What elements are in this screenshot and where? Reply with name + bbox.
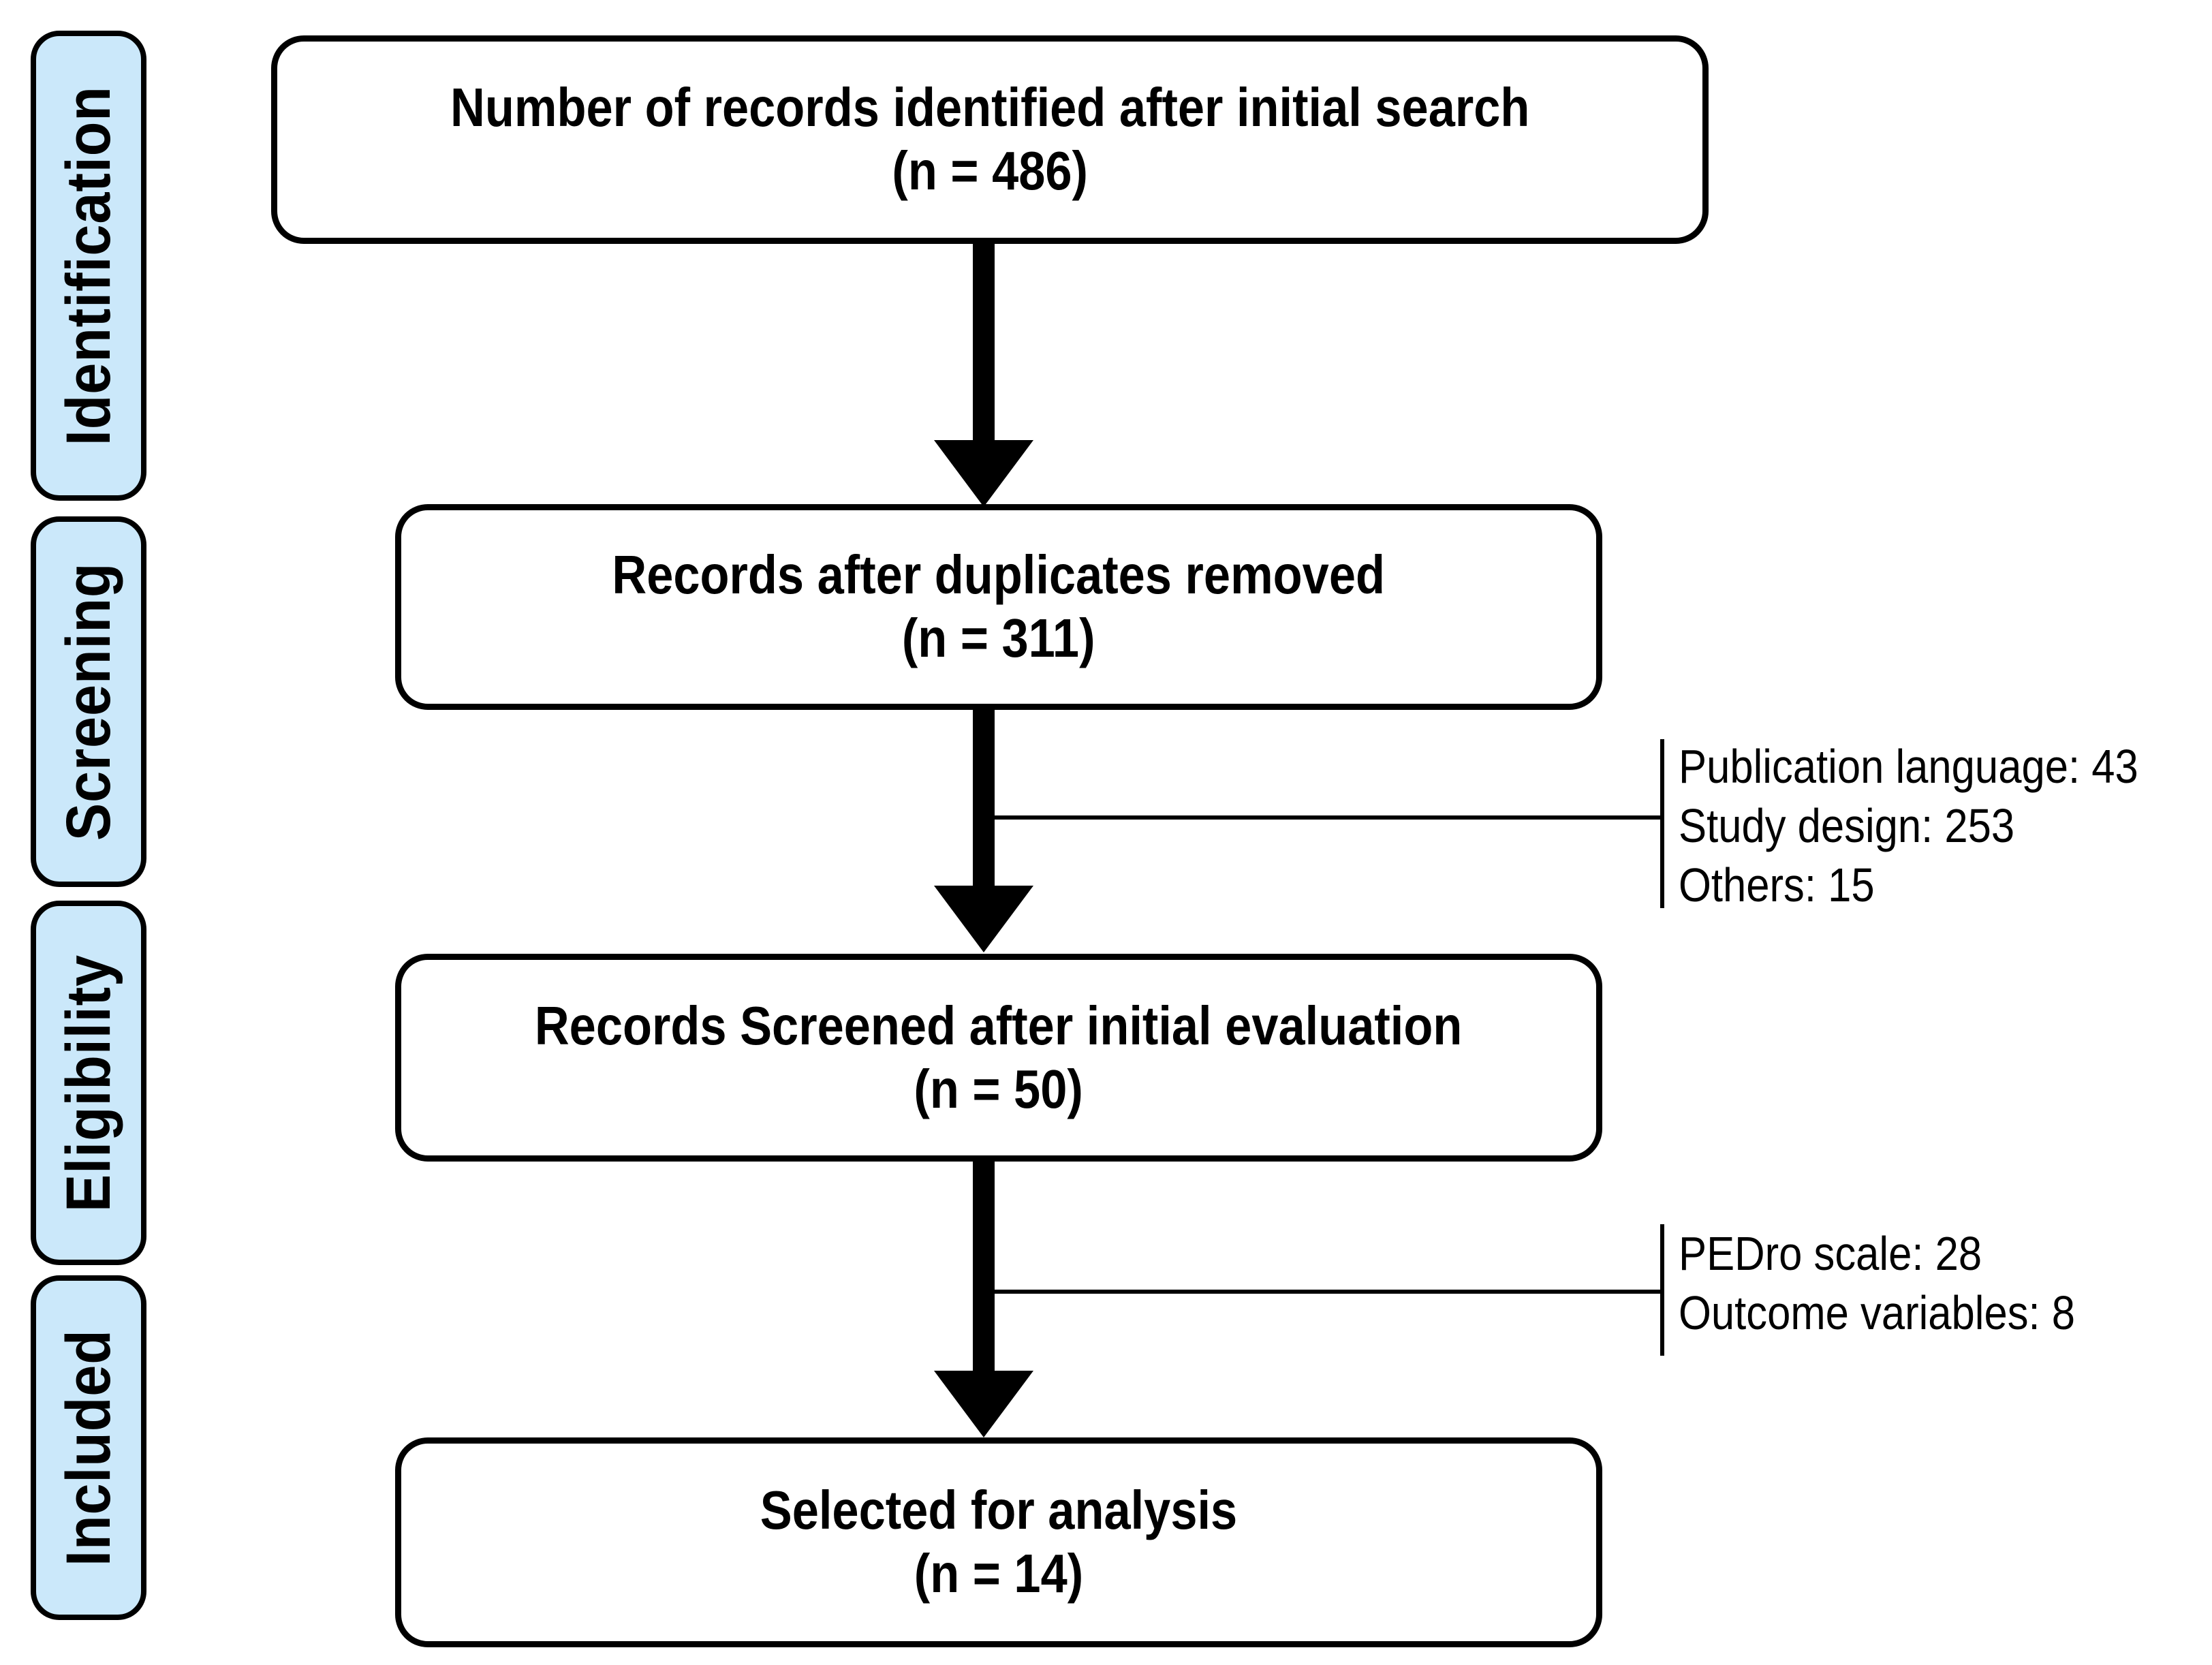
down-arrow-1-head-icon (934, 440, 1033, 507)
flow-box-selected-for-analysis: Selected for analysis (n = 14) (395, 1437, 1602, 1647)
stage-label-identification: Identification (53, 86, 123, 446)
stage-label-included: Included (53, 1329, 123, 1566)
exclusion-connector-line-1 (984, 815, 1660, 820)
down-arrow-3-stem-icon (973, 1162, 995, 1373)
flow-box-duplicates-removed-title: Records after duplicates removed (612, 544, 1386, 606)
down-arrow-1-stem-icon (973, 244, 995, 441)
flow-box-records-identified-title: Number of records identified after initi… (450, 77, 1530, 138)
down-arrow-3-head-icon (934, 1371, 1033, 1437)
flow-box-duplicates-removed: Records after duplicates removed (n = 31… (395, 504, 1602, 710)
flow-box-selected-for-analysis-title: Selected for analysis (760, 1480, 1238, 1541)
exclusion-1-line-3: Others: 15 (1679, 858, 1875, 912)
exclusion-connector-line-2 (984, 1290, 1660, 1294)
exclusion-2-line-1: PEDro scale: 28 (1679, 1227, 1982, 1280)
stage-box-identification: Identification (31, 31, 146, 501)
stage-label-eligibility: Eligibility (53, 954, 123, 1212)
flow-box-records-screened: Records Screened after initial evaluatio… (395, 954, 1602, 1162)
flow-box-records-identified: Number of records identified after initi… (271, 35, 1709, 244)
flow-box-duplicates-removed-count: (n = 311) (902, 608, 1095, 668)
exclusion-list-2: PEDro scale: 28 Outcome variables: 8 (1679, 1224, 2075, 1343)
stage-label-screening: Screening (53, 562, 123, 841)
exclusion-1-line-1: Publication language: 43 (1679, 740, 2138, 793)
down-arrow-2-stem-icon (973, 710, 995, 887)
exclusion-list-1: Publication language: 43 Study design: 2… (1679, 737, 2138, 915)
stage-box-included: Included (31, 1275, 146, 1620)
stage-box-eligibility: Eligibility (31, 901, 146, 1265)
down-arrow-2-head-icon (934, 886, 1033, 952)
exclusion-2-line-2: Outcome variables: 8 (1679, 1286, 2076, 1339)
exclusion-1-line-2: Study design: 253 (1679, 799, 2015, 852)
exclusion-bracket-1 (1660, 739, 1664, 908)
exclusion-bracket-2 (1660, 1224, 1664, 1356)
flow-box-records-identified-count: (n = 486) (892, 140, 1088, 201)
flow-box-records-screened-count: (n = 50) (914, 1058, 1084, 1119)
flow-box-selected-for-analysis-count: (n = 14) (914, 1543, 1084, 1604)
flow-box-records-screened-title: Records Screened after initial evaluatio… (535, 995, 1463, 1056)
stage-box-screening: Screening (31, 516, 146, 887)
